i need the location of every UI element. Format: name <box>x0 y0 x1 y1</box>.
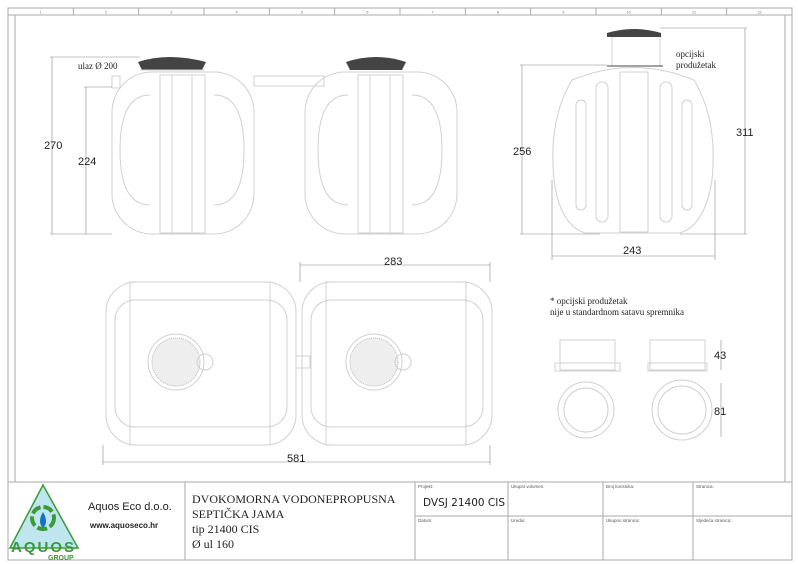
tank-top-1 <box>105 281 297 446</box>
title-line-2: SEPTIČKA JAMA <box>192 507 285 521</box>
project-value: DVSJ 21400 CIS <box>423 497 505 509</box>
title-line-4: Ø ul 160 <box>192 537 234 551</box>
users-label: Broj korisnika: <box>606 484 634 489</box>
grid-number: 10 <box>626 10 631 15</box>
company-name: Aquos Eco d.o.o. <box>88 501 172 513</box>
title-line-1: DVOKOMORNA VODONEPROPUSNA <box>192 492 396 506</box>
grid-number: 2 <box>105 10 108 15</box>
volume-label: Ukupni volumen: <box>511 484 545 489</box>
dim-extension-diameter: 81 <box>714 406 726 418</box>
extension-note-1: * opcijski produžetak <box>550 296 628 306</box>
dim-height-inlet: 224 <box>78 156 96 168</box>
dim-height-total: 270 <box>44 140 62 152</box>
grid-number: 4 <box>236 10 239 15</box>
extension-label-1: opcijski <box>676 49 705 59</box>
logo-subtext: GROUP <box>48 555 74 562</box>
grid-number: 6 <box>366 10 369 15</box>
dim-end-height-total: 311 <box>736 127 754 139</box>
project-label: Projekt: <box>418 484 433 489</box>
title-line-3: tip 21400 CIS <box>192 522 259 536</box>
grid-number: 9 <box>562 10 565 15</box>
tank-side-2 <box>304 57 458 235</box>
dim-extension-height: 43 <box>714 350 726 362</box>
side-view: 270 224 ulaz Ø 200 <box>44 56 458 235</box>
date-label: Datum: <box>418 518 433 523</box>
logo-text: AQUOS <box>11 539 76 556</box>
page-label: Stranica: <box>696 484 714 489</box>
extension-detail: * opcijski produžetak nije u standardnom… <box>550 296 726 441</box>
end-view: 256 311 243 opcijski produžetak <box>513 27 754 260</box>
tank-side-1 <box>111 57 255 235</box>
grid-number: 12 <box>757 10 762 15</box>
next-page-label: Sljedeća stranica: <box>696 518 732 523</box>
dim-tank-length: 283 <box>384 256 402 268</box>
title-block: AQUOS GROUP Aquos Eco d.o.o. www.aquosec… <box>8 481 792 562</box>
extension-note-2: nije u standardnom satavu spremnika <box>550 307 684 317</box>
company-website[interactable]: www.aquoseco.hr <box>89 521 158 530</box>
grid-number: 3 <box>170 10 173 15</box>
grid-number: 5 <box>301 10 304 15</box>
grid-number: 11 <box>692 10 697 15</box>
connecting-pipe <box>253 75 325 87</box>
aquos-logo: AQUOS GROUP <box>8 483 80 562</box>
dim-end-width: 243 <box>623 245 641 257</box>
total-pages-label: Ukupno stranica: <box>606 518 640 523</box>
tank-top-2 <box>301 281 493 446</box>
grid-number: 8 <box>497 10 500 15</box>
editor-label: Uredio: <box>511 518 526 523</box>
dim-total-length: 581 <box>287 453 305 465</box>
inlet-label: ulaz Ø 200 <box>78 61 118 71</box>
top-view: 283 581 <box>102 256 493 465</box>
grid-number: 7 <box>432 10 435 15</box>
extension-label-2: produžetak <box>676 60 716 70</box>
dim-end-height-body: 256 <box>513 146 531 158</box>
grid-number: 1 <box>40 10 43 15</box>
